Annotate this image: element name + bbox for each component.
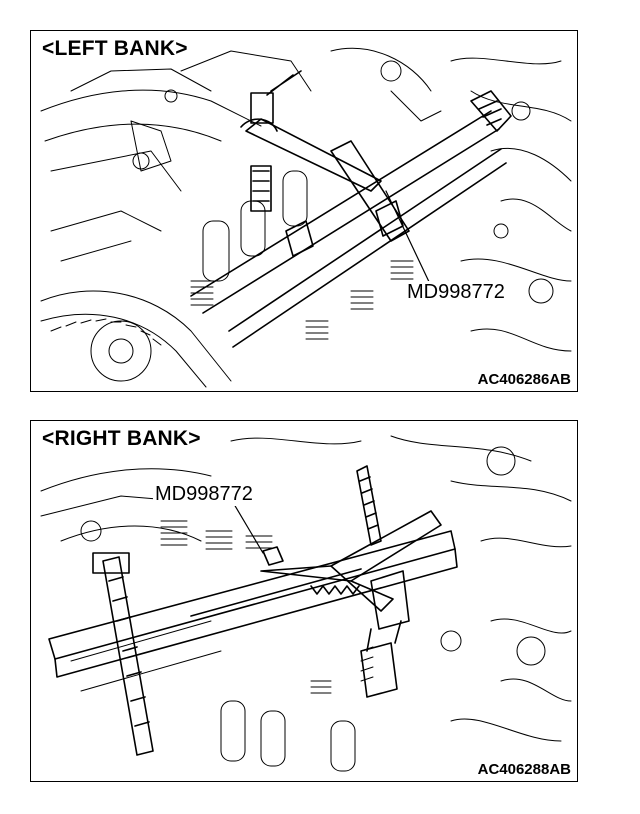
right-tool-label: MD998772 bbox=[153, 483, 255, 506]
right-bank-panel: <RIGHT BANK> MD998772 AC406288AB bbox=[30, 420, 578, 782]
left-bank-illustration bbox=[40, 47, 572, 388]
right-bank-title: <RIGHT BANK> bbox=[39, 427, 204, 451]
right-bank-illustration bbox=[40, 435, 572, 772]
left-figure-code: AC406286AB bbox=[475, 371, 573, 388]
tool-md998772-left bbox=[190, 70, 512, 348]
engine-background bbox=[40, 47, 572, 388]
tool-md998772-right bbox=[48, 465, 458, 756]
left-tool-label: MD998772 bbox=[405, 281, 507, 304]
left-bank-panel: <LEFT BANK> MD998772 AC406286AB bbox=[30, 30, 578, 392]
left-bank-title: <LEFT BANK> bbox=[39, 37, 191, 61]
engine-background bbox=[40, 435, 572, 772]
right-figure-code: AC406288AB bbox=[475, 761, 573, 778]
